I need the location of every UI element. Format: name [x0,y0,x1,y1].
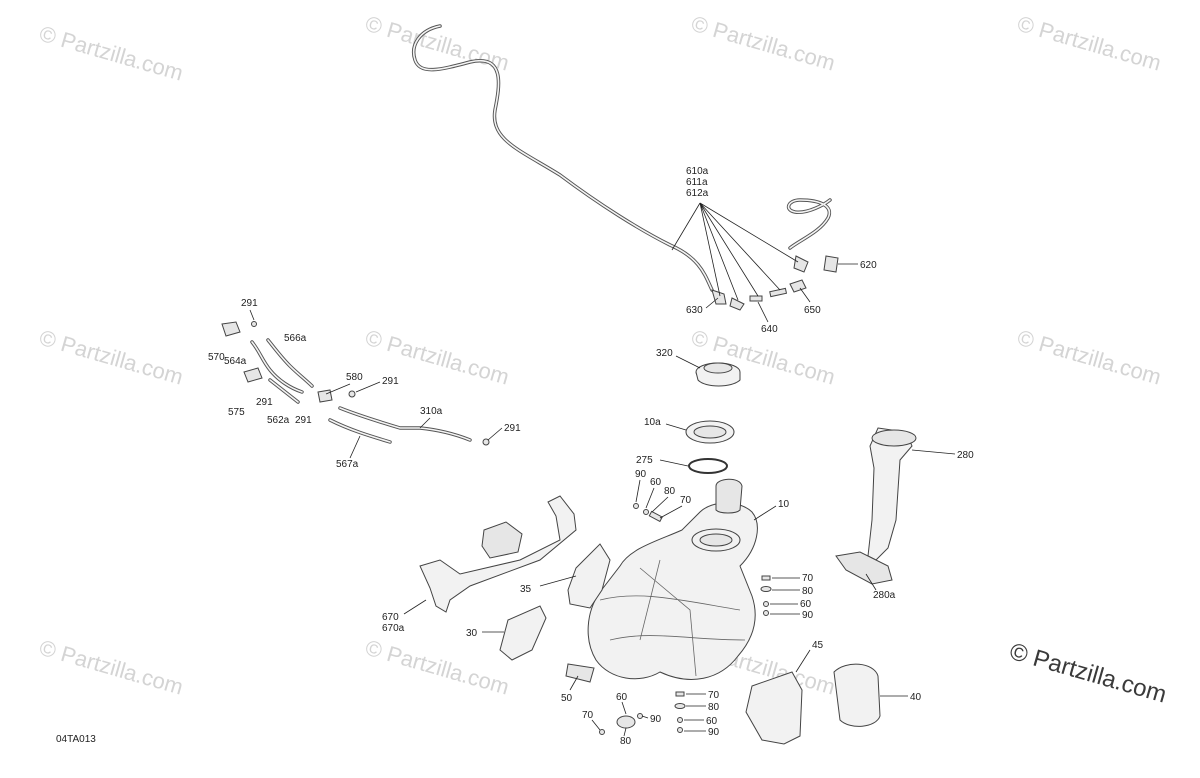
callout-80: 80 [620,736,632,747]
callout-291: 291 [382,376,399,387]
callout-90: 90 [708,727,720,738]
callout-90: 90 [635,469,647,480]
vent-elbow [793,255,809,273]
callout-610a: 610a [686,166,709,177]
callout-570: 570 [208,352,225,363]
clamp-291 [348,390,356,398]
heat-shield-35 [567,543,611,609]
callout-90: 90 [802,610,814,621]
callout-80: 80 [802,586,814,597]
callout-320: 320 [656,348,673,359]
callout-612a: 612a [686,188,709,199]
watermark: © Partzilla.com [37,635,186,700]
callout-670: 670 [382,612,399,623]
callout-60: 60 [706,716,718,727]
watermark: © Partzilla.com [1015,325,1164,390]
callout-275: 275 [636,455,653,466]
watermark: © Partzilla.com [689,11,838,76]
connector-570 [221,321,241,337]
clamp-291 [251,321,257,327]
callout-80: 80 [708,702,720,713]
callout-611a: 611a [686,177,708,188]
callout-50: 50 [561,693,573,704]
callout-80: 80 [664,486,676,497]
filler-neck [715,478,743,514]
callout-567a: 567a [336,459,359,470]
callout-10a: 10a [644,417,661,428]
callout-670a: 670a [382,623,405,634]
watermark: © Partzilla.com [363,635,512,700]
callout-90: 90 [650,714,662,725]
callout-575: 575 [228,407,245,418]
grommet [616,715,636,729]
lock-ring-and-gasket: 10a 275 [636,417,735,474]
tank-fasteners-upper: 90 60 80 70 [633,469,692,523]
fuel-cap-320: 320 [656,348,741,387]
callout-291: 291 [295,415,312,426]
callout-650: 650 [804,305,821,316]
callout-40: 40 [910,692,922,703]
vent-valve-620 [823,255,839,273]
tank-fasteners-right: 70 80 60 90 [760,573,814,621]
fuel-pump-280: 280 280a [835,427,974,601]
callout-562a: 562a [267,415,290,426]
callout-45: 45 [812,640,824,651]
watermark: © Partzilla.com [363,11,512,76]
connector-580 [317,389,333,403]
callout-280a: 280a [873,590,896,601]
vent-tee-640 [749,295,763,302]
callout-291: 291 [256,397,273,408]
vent-hose-segment [769,287,788,298]
mounting-bracket-670 [419,495,577,613]
tank-support-parts: 35 670 670a 30 45 40 50 [382,495,922,745]
fuel-pump-strainer-280a [835,551,893,585]
callout-60: 60 [616,692,628,703]
callout-70: 70 [582,710,594,721]
vent-elbow-650 [789,279,807,293]
callout-620: 620 [860,260,877,271]
callout-566a: 566a [284,333,307,344]
drawing-code: 04TA013 [56,734,96,745]
watermark: © Partzilla.com [37,21,186,86]
callout-291: 291 [241,298,258,309]
connector-575 [243,367,263,383]
watermark: © Partzilla.com [37,325,186,390]
fuel-hose-assembly: 291 566a 564a 570 575 291 562a 291 580 2… [208,298,521,470]
cover-40 [833,663,881,727]
callout-310a: 310a [420,406,443,417]
callout-10: 10 [778,499,790,510]
bracket-plate [481,521,523,559]
callout-564a: 564a [224,356,247,367]
watermark: © Partzilla.com [1015,11,1164,76]
callout-35: 35 [520,584,532,595]
callout-580: 580 [346,372,363,383]
callout-291: 291 [504,423,521,434]
callout-60: 60 [800,599,812,610]
callout-640: 640 [761,324,778,335]
callout-70: 70 [680,495,692,506]
heat-shield-45 [745,671,803,745]
callout-60: 60 [650,477,662,488]
callout-280: 280 [957,450,974,461]
clamp-291 [482,438,490,446]
callout-30: 30 [466,628,478,639]
fuel-tank-10: 10 [587,478,790,680]
heat-shield-30 [499,605,547,661]
callout-630: 630 [686,305,703,316]
tank-fasteners-bottom: 60 70 80 90 70 80 60 90 [582,690,720,747]
pad-50 [565,663,595,683]
callout-70: 70 [802,573,814,584]
vent-hose-assembly: 610a 611a 612a 620 630 640 650 [412,24,877,335]
callout-70: 70 [708,690,720,701]
vent-elbow-630b [729,297,745,311]
